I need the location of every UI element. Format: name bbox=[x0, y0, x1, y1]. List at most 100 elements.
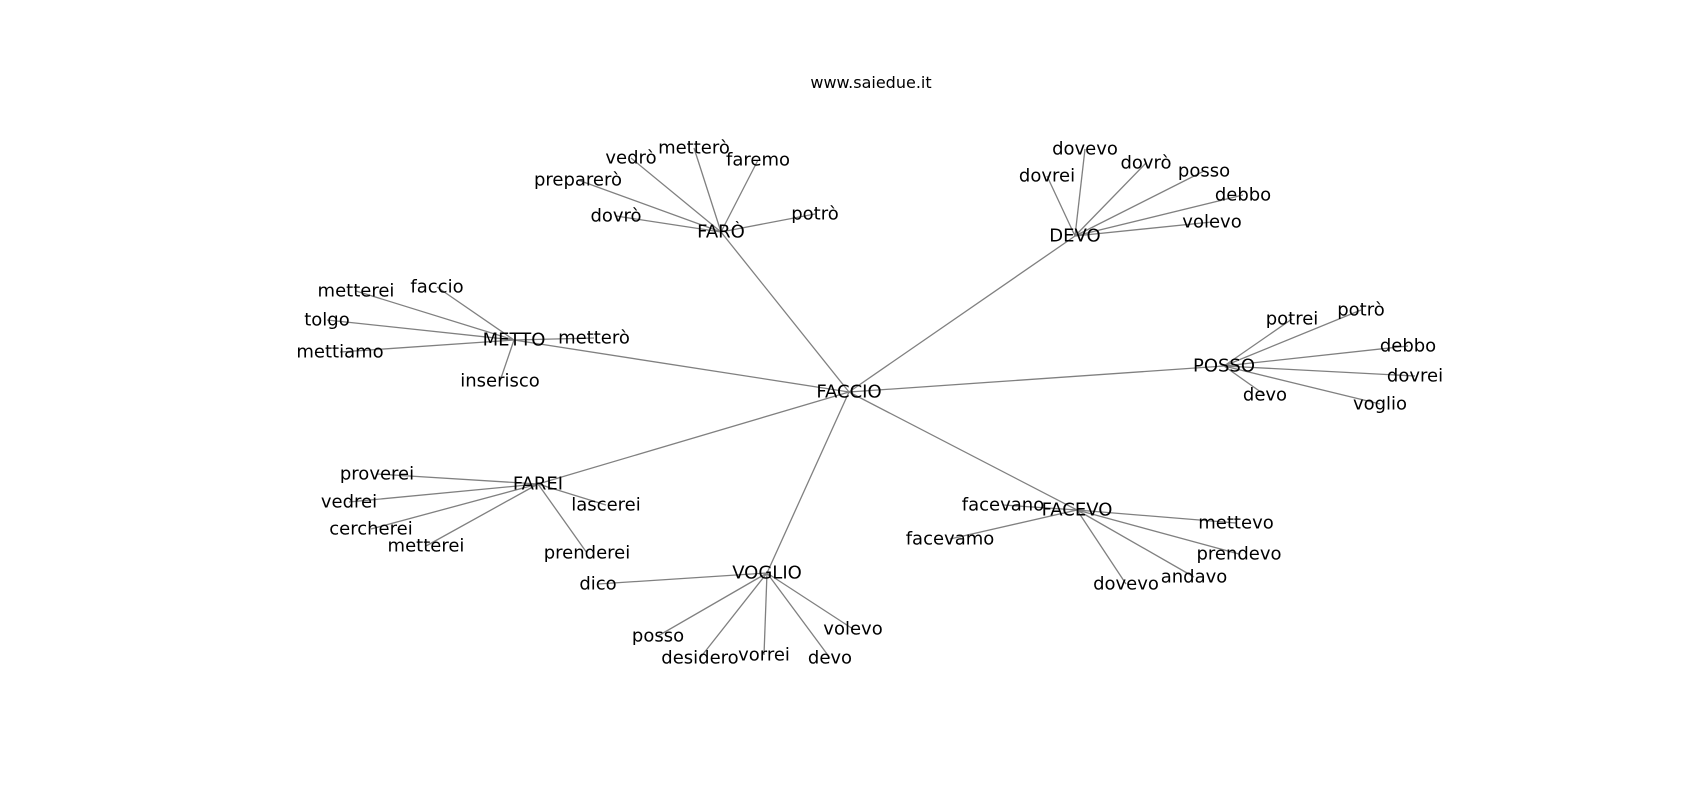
node-farei-cercherei: cercherei bbox=[329, 519, 412, 540]
node-faro-mettero: metterò bbox=[658, 138, 730, 159]
node-facevo-prendevo: prendevo bbox=[1196, 544, 1281, 565]
edge-metto-mettiamo bbox=[339, 339, 515, 353]
node-metto-metterei: metterei bbox=[318, 281, 395, 302]
node-posso-dovrei: dovrei bbox=[1387, 366, 1443, 387]
edge-voglio-volevo bbox=[766, 572, 854, 630]
edge-posso-devo bbox=[1223, 365, 1266, 396]
node-voglio-vorrei: vorrei bbox=[738, 645, 790, 666]
node-voglio-volevo: volevo bbox=[823, 619, 882, 640]
edge-devo-dovevo bbox=[1074, 148, 1086, 237]
edge-devo-dovro bbox=[1074, 162, 1147, 237]
node-posso-potrei: potrei bbox=[1266, 309, 1319, 330]
node-faro-vedro: vedrò bbox=[605, 148, 656, 169]
node-facevo-facevamo: facevamo bbox=[906, 529, 995, 550]
edge-root-voglio bbox=[766, 391, 850, 574]
graph-title: www.saiedue.it bbox=[810, 73, 931, 92]
edge-metto-mettero bbox=[513, 337, 595, 341]
node-faro-dovro: dovrò bbox=[590, 206, 641, 227]
edge-root-faro bbox=[720, 231, 850, 393]
edge-metto-inserisco bbox=[499, 339, 515, 382]
edge-root-metto bbox=[513, 339, 850, 393]
edge-voglio-posso bbox=[657, 572, 768, 637]
edge-voglio-devo bbox=[766, 572, 831, 659]
node-farei-metterei: metterei bbox=[388, 536, 465, 557]
node-devo-volevo: volevo bbox=[1182, 212, 1241, 233]
node-devo-dovro: dovrò bbox=[1120, 153, 1171, 174]
edge-faro-mettero bbox=[693, 147, 722, 233]
node-farei-prenderei: prenderei bbox=[544, 543, 631, 564]
node-hub-voglio: VOGLIO bbox=[732, 563, 802, 584]
edge-posso-potro bbox=[1223, 309, 1362, 367]
node-devo-dovrei: dovrei bbox=[1019, 166, 1075, 187]
node-metto-inserisco: inserisco bbox=[460, 371, 540, 392]
edge-facevo-prendevo bbox=[1076, 509, 1240, 555]
node-faro-faremo: faremo bbox=[726, 150, 790, 171]
edge-faro-vedro bbox=[630, 157, 722, 233]
edge-posso-dovrei bbox=[1223, 365, 1416, 377]
edge-devo-debbo bbox=[1074, 194, 1244, 237]
node-hub-farei: FAREI bbox=[513, 474, 563, 495]
node-voglio-posso: posso bbox=[632, 626, 684, 647]
node-root-faccio: FACCIO bbox=[816, 382, 881, 403]
edge-voglio-vorrei bbox=[763, 572, 768, 656]
edge-posso-voglio bbox=[1223, 365, 1381, 405]
edges-layer bbox=[326, 147, 1416, 659]
edge-root-facevo bbox=[848, 391, 1078, 511]
node-posso-voglio: voglio bbox=[1353, 394, 1407, 415]
node-hub-metto: METTO bbox=[483, 330, 546, 351]
edge-farei-proverei bbox=[376, 473, 539, 485]
edge-facevo-dovevo bbox=[1076, 509, 1127, 585]
node-farei-proverei: proverei bbox=[340, 464, 414, 485]
node-devo-posso: posso bbox=[1178, 161, 1230, 182]
node-faro-preparero: preparerò bbox=[534, 170, 622, 191]
edge-farei-cercherei bbox=[370, 483, 539, 530]
edge-voglio-desidero bbox=[699, 572, 768, 659]
node-voglio-dico: dico bbox=[579, 574, 616, 595]
edge-facevo-facevamo bbox=[949, 509, 1078, 540]
node-voglio-devo: devo bbox=[808, 648, 852, 669]
node-hub-devo: DEVO bbox=[1049, 226, 1100, 247]
edge-facevo-andavo bbox=[1076, 509, 1195, 578]
node-hub-faro: FARÒ bbox=[697, 221, 745, 243]
node-facevo-mettevo: mettevo bbox=[1198, 513, 1273, 534]
node-devo-debbo: debbo bbox=[1215, 185, 1271, 206]
edge-faro-potro bbox=[720, 213, 816, 233]
node-farei-lascerei: lascerei bbox=[571, 495, 640, 516]
node-hub-facevo: FACEVO bbox=[1042, 500, 1113, 521]
edge-root-devo bbox=[848, 235, 1076, 393]
node-faro-potro: potrò bbox=[791, 204, 839, 225]
node-hub-posso: POSSO bbox=[1193, 356, 1255, 377]
edge-voglio-dico bbox=[597, 572, 768, 585]
node-facevo-facevano: facevano bbox=[962, 495, 1044, 516]
node-metto-mettero: metterò bbox=[558, 328, 630, 349]
edge-faro-preparero bbox=[577, 179, 722, 233]
edge-metto-tolgo bbox=[326, 319, 515, 341]
edge-farei-prenderei bbox=[537, 483, 588, 554]
node-metto-tolgo: tolgo bbox=[304, 310, 350, 331]
node-farei-vedrei: vedrei bbox=[321, 492, 377, 513]
edge-faro-dovro bbox=[615, 215, 722, 233]
node-metto-mettiamo: mettiamo bbox=[296, 342, 383, 363]
edge-facevo-facevano bbox=[1002, 504, 1078, 511]
edge-posso-debbo bbox=[1223, 345, 1409, 367]
node-devo-dovevo: dovevo bbox=[1052, 139, 1118, 160]
edge-devo-posso bbox=[1074, 170, 1205, 237]
edge-faro-faremo bbox=[720, 159, 759, 233]
node-facevo-dovevo: dovevo bbox=[1093, 574, 1159, 595]
edge-root-posso bbox=[848, 365, 1225, 393]
edge-farei-vedrei bbox=[348, 483, 539, 503]
edge-metto-faccio bbox=[436, 286, 515, 341]
edge-facevo-mettevo bbox=[1076, 509, 1237, 524]
edge-posso-potrei bbox=[1223, 318, 1293, 367]
edge-devo-volevo bbox=[1074, 221, 1213, 237]
node-posso-debbo: debbo bbox=[1380, 336, 1436, 357]
edge-devo-dovrei bbox=[1046, 175, 1076, 237]
node-metto-faccio: faccio bbox=[410, 277, 463, 298]
node-posso-devo: devo bbox=[1243, 385, 1287, 406]
edge-metto-metterei bbox=[355, 290, 515, 341]
edge-root-farei bbox=[537, 391, 850, 485]
edge-farei-metterei bbox=[425, 483, 539, 547]
node-posso-potro: potrò bbox=[1337, 300, 1385, 321]
